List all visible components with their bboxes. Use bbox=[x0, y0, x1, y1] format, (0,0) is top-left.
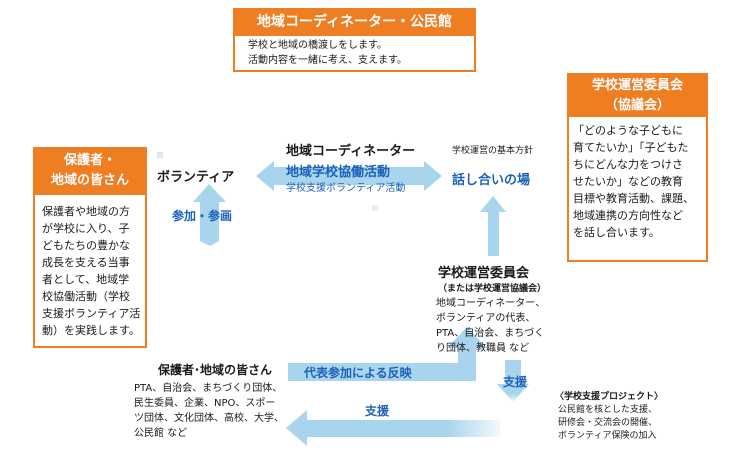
guardian-line: が学校に入り、子 bbox=[42, 222, 130, 235]
council-box-title: 学校運営委員会 （協議会） bbox=[567, 73, 708, 117]
council-line: 地域連携の方向性など bbox=[573, 209, 683, 222]
residents-line: ツ団体、文化団体、高校、大学、 bbox=[134, 413, 284, 424]
guardian-line: 動）を実践します。 bbox=[42, 324, 140, 337]
activity-main-label: 地域学校協働活動 bbox=[286, 165, 391, 180]
volunteer-label: ボランティア bbox=[157, 170, 235, 185]
top-box-title: 地域コーディネーター・公民館 bbox=[233, 8, 476, 36]
council-line: ちにどんな力をつけさ bbox=[573, 158, 683, 171]
guardian-line: 者として、地域学 bbox=[42, 273, 130, 286]
guardian-line: どもたちの豊かな bbox=[42, 239, 130, 252]
arrow-support-bottom bbox=[286, 410, 500, 446]
coordinator-label: 地域コーディネーター bbox=[286, 144, 416, 159]
project-lines: 公民館を核とした支援、 研修会・交流会の開催、 ボランティア保険の加入 bbox=[558, 404, 657, 443]
guardian-line: 支援ボランティア活 bbox=[42, 307, 141, 320]
residents-title: 保護者･地域の皆さん bbox=[158, 363, 273, 377]
top-box: 学校と地域の橋渡しをします。 活動内容を一緒に考え、支えます。 bbox=[233, 36, 476, 72]
committee-line: 地域コーディネーター、 bbox=[436, 298, 546, 309]
guardian-line: 保護者や地域の方 bbox=[42, 205, 130, 218]
guardian-line: 成長を支える当事 bbox=[42, 256, 130, 269]
arrow-support-right bbox=[497, 360, 529, 402]
support-right-label: 支援 bbox=[503, 375, 528, 389]
council-line: 目標や教育活動、課題、 bbox=[573, 192, 694, 205]
residents-members: PTA、自治会、まちづくり団体、 民生委員、企業、NPO、スポー ツ団体、文化団… bbox=[134, 381, 284, 441]
council-box: 「どのような子どもに 育てたいか」「子どもた ちにどんな力をつけさ せたいか」な… bbox=[567, 117, 708, 262]
guardian-line: 校協働活動（学校 bbox=[42, 290, 130, 303]
committee-title: 学校運営委員会 bbox=[438, 266, 530, 281]
project-line: 研修会・交流会の開催、 bbox=[558, 418, 658, 428]
top-box-line: 学校と地域の橋渡しをします。 bbox=[248, 40, 387, 51]
committee-line: ボランティアの代表、 bbox=[436, 313, 536, 324]
double-arrow-activity bbox=[256, 161, 442, 191]
committee-line: PTA、自治会、まちづく bbox=[436, 328, 545, 339]
project-title: 〈学校支援プロジェクト〉 bbox=[555, 392, 664, 402]
project-line: 公民館を核とした支援、 bbox=[558, 405, 658, 415]
arrow-representation bbox=[288, 327, 487, 381]
council-line: 「どのような子どもに bbox=[573, 124, 683, 137]
council-line: 育てたいか」「子どもた bbox=[573, 141, 689, 154]
discussion-label: 話し合いの場 bbox=[452, 173, 531, 188]
support-bottom-label: 支援 bbox=[365, 404, 390, 418]
residents-line: 公民館 など bbox=[134, 428, 188, 439]
committee-members: 地域コーディネーター、 ボランティアの代表、 PTA、自治会、まちづく り団体、… bbox=[436, 296, 545, 356]
representation-label: 代表参加による反映 bbox=[304, 366, 412, 380]
committee-subtitle: （または学校運営協議会） bbox=[438, 284, 547, 294]
policy-label: 学校運営の基本方針 bbox=[452, 146, 534, 156]
council-line: を話し合います。 bbox=[573, 226, 660, 239]
top-box-line: 活動内容を一緒に考え、支えます。 bbox=[248, 55, 407, 66]
committee-line: り団体、教職員 など bbox=[436, 343, 530, 354]
residents-line: PTA、自治会、まちづくり団体、 bbox=[134, 383, 283, 394]
guardian-box-title: 保護者・ 地域の皆さん bbox=[33, 147, 147, 195]
up-arrow-discussion bbox=[480, 196, 506, 256]
council-line: せたいか」などの教育 bbox=[573, 175, 683, 188]
guardian-box: 保護者や地域の方 が学校に入り、子 どもたちの豊かな 成長を支える当事 者として… bbox=[33, 195, 147, 348]
activity-sub-label: 学校支援ボランティア活動 bbox=[286, 183, 406, 194]
residents-line: 民生委員、企業、NPO、スポー bbox=[134, 398, 276, 409]
project-line: ボランティア保険の加入 bbox=[558, 431, 657, 441]
up-arrow-participation bbox=[200, 200, 219, 246]
participation-label: 参加・参画 bbox=[172, 209, 233, 223]
